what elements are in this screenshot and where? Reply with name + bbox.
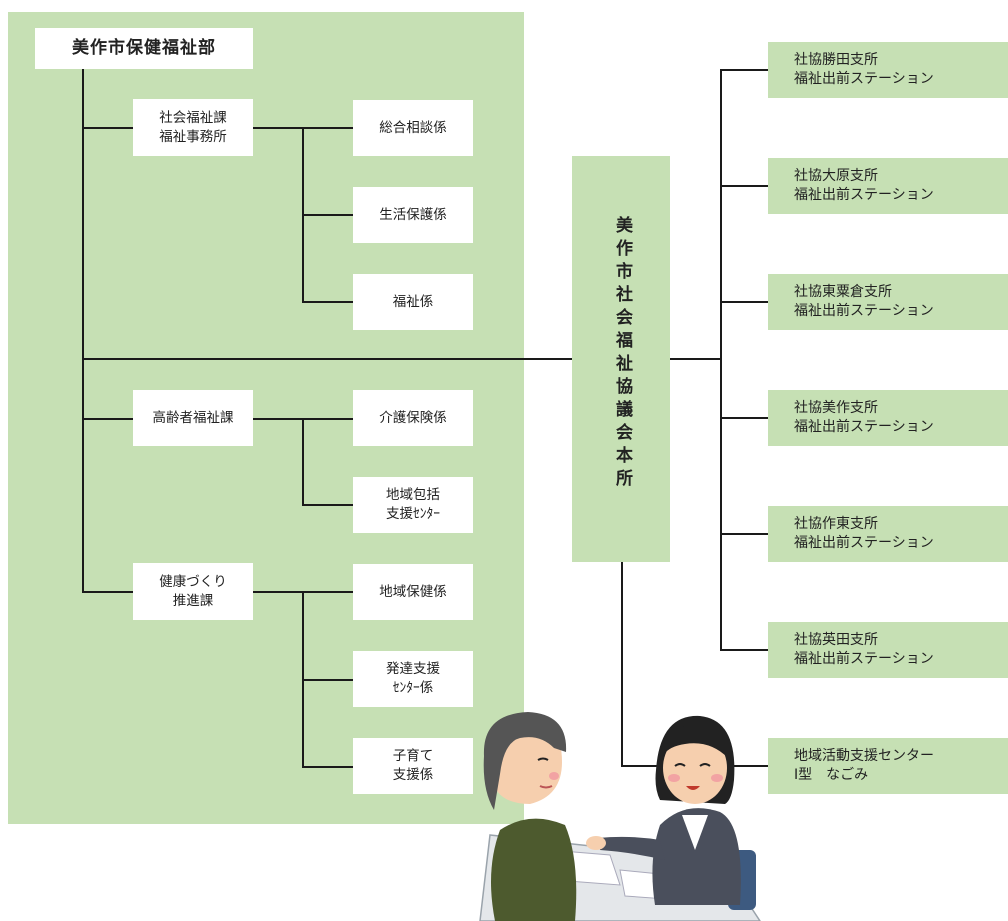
connector-line <box>253 591 303 593</box>
unit-community-health: 地域保健係 <box>353 564 473 620</box>
section-elderly-welfare: 高齢者福祉課 <box>133 390 253 446</box>
connector-line <box>82 358 572 360</box>
branch-station: 社協大原支所 福祉出前ステーション <box>768 158 1008 214</box>
unit-care-insurance: 介護保険係 <box>353 390 473 446</box>
department-title: 美作市保健福祉部 <box>35 28 253 69</box>
unit-livelihood-protection: 生活保護係 <box>353 187 473 243</box>
branch-station: 社協作東支所 福祉出前ステーション <box>768 506 1008 562</box>
connector-line <box>670 358 721 360</box>
consultation-illustration <box>479 712 761 921</box>
connector-line <box>302 591 353 593</box>
connector-line <box>82 127 133 129</box>
connector-line <box>302 418 353 420</box>
connector-line <box>253 127 303 129</box>
connector-line <box>302 679 353 681</box>
connector-line <box>720 649 768 651</box>
connector-line <box>720 417 768 419</box>
connector-line <box>720 69 722 651</box>
section-health-promotion: 健康づくり 推進課 <box>133 563 253 620</box>
connector-line <box>253 418 303 420</box>
connector-line <box>302 766 353 768</box>
connector-line <box>82 418 133 420</box>
branch-station: 社協東粟倉支所 福祉出前ステーション <box>768 274 1008 330</box>
connector-line <box>302 504 353 506</box>
community-activity-center: 地域活動支援センター Ⅰ型 なごみ <box>768 738 1008 794</box>
unit-general-consultation: 総合相談係 <box>353 100 473 156</box>
council-main-office: 美作市社会福祉協議会本所 <box>572 156 670 562</box>
connector-line <box>720 69 768 71</box>
branch-station: 社協勝田支所 福祉出前ステーション <box>768 42 1008 98</box>
connector-line <box>302 127 353 129</box>
connector-line <box>302 418 304 505</box>
connector-line <box>621 562 623 767</box>
section-social-welfare: 社会福祉課 福祉事務所 <box>133 99 253 156</box>
connector-line <box>82 68 84 592</box>
branch-station: 社協美作支所 福祉出前ステーション <box>768 390 1008 446</box>
connector-line <box>302 214 353 216</box>
connector-line <box>82 591 133 593</box>
connector-line <box>720 533 768 535</box>
connector-line <box>302 301 353 303</box>
unit-welfare: 福祉係 <box>353 274 473 330</box>
council-title: 美作市社会福祉協議会本所 <box>612 216 632 492</box>
unit-community-support-center: 地域包括 支援ｾﾝﾀｰ <box>353 477 473 533</box>
unit-development-support: 発達支援 ｾﾝﾀｰ係 <box>353 651 473 707</box>
connector-line <box>720 185 768 187</box>
connector-line <box>720 301 768 303</box>
unit-child-rearing-support: 子育て 支援係 <box>353 738 473 794</box>
branch-station: 社協英田支所 福祉出前ステーション <box>768 622 1008 678</box>
